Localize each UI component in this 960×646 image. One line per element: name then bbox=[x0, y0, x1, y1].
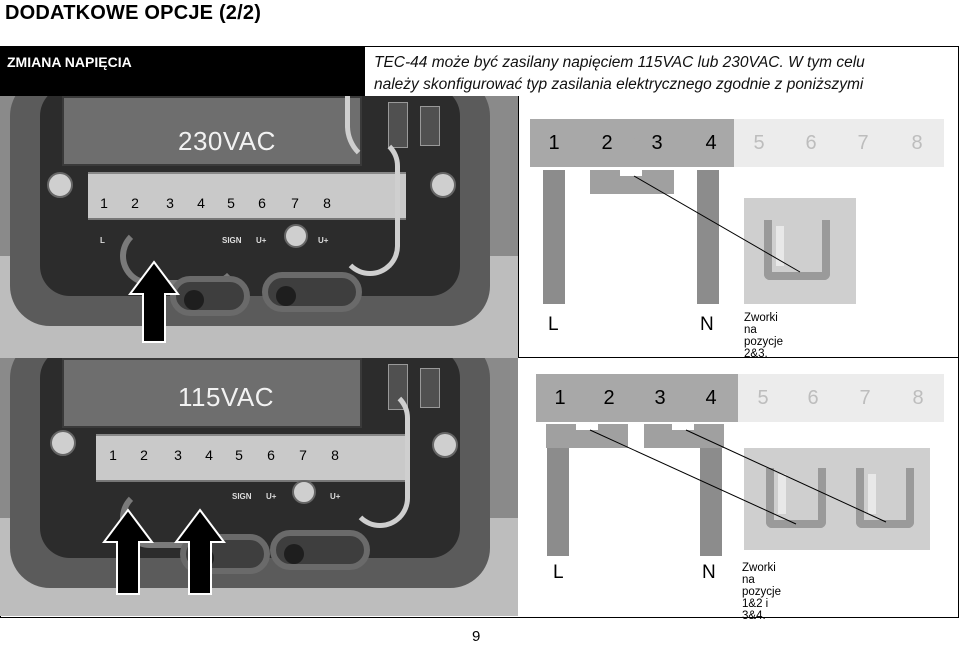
terminal-4: 4 bbox=[688, 375, 734, 421]
section-label: ZMIANA NAPIĘCIA bbox=[1, 47, 365, 97]
terminal-2: 2 bbox=[584, 120, 630, 166]
terminal-number: 7 bbox=[299, 447, 307, 463]
photo-mark: U+ bbox=[318, 236, 329, 245]
label-n: N bbox=[702, 562, 716, 583]
terminal-strip bbox=[96, 434, 408, 482]
arrow-up-icon bbox=[174, 508, 226, 595]
terminal-number: 1 bbox=[100, 195, 108, 211]
photo-mark: U+ bbox=[266, 492, 277, 501]
photo-115vac: SIGN U+ U+ bbox=[0, 358, 518, 616]
terminal-6: 6 bbox=[790, 375, 836, 421]
ground-screw bbox=[292, 480, 316, 504]
transformer-block bbox=[62, 96, 362, 166]
wire-neutral bbox=[697, 170, 719, 304]
mount-screw bbox=[432, 432, 458, 458]
wire-line bbox=[547, 448, 569, 556]
jumper-caption-115: Zworki na pozycje 1&2 i 3&4. bbox=[742, 562, 781, 622]
jumper-photo bbox=[744, 198, 856, 304]
terminal-number: 3 bbox=[174, 447, 182, 463]
mount-screw bbox=[430, 172, 456, 198]
terminal-8: 8 bbox=[894, 120, 940, 166]
arrow-up-icon bbox=[128, 260, 180, 343]
ground-screw bbox=[284, 224, 308, 248]
mount-screw bbox=[50, 430, 76, 456]
terminal-1: 1 bbox=[531, 120, 577, 166]
wire bbox=[345, 96, 425, 166]
jumper-shine bbox=[776, 226, 784, 266]
label-l: L bbox=[553, 562, 564, 583]
mount-screw bbox=[47, 172, 73, 198]
terminal-6: 6 bbox=[788, 120, 834, 166]
cable-gland bbox=[170, 276, 250, 316]
terminal-5: 5 bbox=[736, 120, 782, 166]
terminal-number: 6 bbox=[258, 195, 266, 211]
terminal-number: 2 bbox=[140, 447, 148, 463]
photo-230vac: L SIGN U+ U+ bbox=[0, 96, 518, 358]
terminal-number: 4 bbox=[197, 195, 205, 211]
wire-neutral bbox=[700, 448, 722, 556]
terminal-strip bbox=[88, 172, 406, 220]
intro-line-2: należy skonfigurować typ zasilania elekt… bbox=[374, 76, 864, 93]
terminal-3: 3 bbox=[637, 375, 683, 421]
component bbox=[420, 368, 440, 408]
terminal-number: 3 bbox=[166, 195, 174, 211]
label-l: L bbox=[548, 314, 559, 335]
terminal-number: 6 bbox=[267, 447, 275, 463]
jumper-shine bbox=[778, 474, 786, 514]
intro-text: TEC-44 może być zasilany napięciem 115VA… bbox=[374, 52, 954, 96]
jumper-shine bbox=[868, 474, 876, 514]
jumper-caption-230: Zworki na pozycje 2&3. bbox=[744, 312, 783, 360]
terminal-number: 5 bbox=[235, 447, 243, 463]
terminal-4: 4 bbox=[688, 120, 734, 166]
terminal-8: 8 bbox=[895, 375, 941, 421]
terminal-2: 2 bbox=[586, 375, 632, 421]
intro-line-1: TEC-44 może być zasilany napięciem 115VA… bbox=[374, 54, 865, 71]
wire-line bbox=[543, 170, 565, 304]
terminal-number: 1 bbox=[109, 447, 117, 463]
cable-gland bbox=[270, 530, 370, 570]
wire bbox=[340, 136, 400, 276]
jumper-notch bbox=[672, 424, 694, 430]
page-number: 9 bbox=[472, 628, 481, 645]
terminal-5: 5 bbox=[740, 375, 786, 421]
transformer-block bbox=[62, 358, 362, 428]
cable-gland bbox=[262, 272, 362, 312]
arrow-up-icon bbox=[102, 508, 154, 595]
terminal-number: 7 bbox=[291, 195, 299, 211]
terminal-number: 5 bbox=[227, 195, 235, 211]
terminal-1: 1 bbox=[537, 375, 583, 421]
terminal-7: 7 bbox=[840, 120, 886, 166]
jumper-notch bbox=[576, 424, 598, 430]
jumper-clip bbox=[764, 220, 830, 280]
voltage-label-230: 230VAC bbox=[178, 126, 276, 156]
wire bbox=[350, 388, 410, 528]
voltage-label-115: 115VAC bbox=[178, 382, 274, 412]
terminal-number: 4 bbox=[205, 447, 213, 463]
terminal-number: 8 bbox=[331, 447, 339, 463]
photo-mark: SIGN bbox=[232, 492, 252, 501]
jumper-notch bbox=[620, 170, 642, 176]
terminal-3: 3 bbox=[634, 120, 680, 166]
page-title: DODATKOWE OPCJE (2/2) bbox=[5, 2, 262, 24]
jumper-clip bbox=[856, 468, 914, 528]
photo-mark: U+ bbox=[330, 492, 341, 501]
terminal-7: 7 bbox=[842, 375, 888, 421]
column-divider bbox=[518, 96, 519, 358]
photo-mark: L bbox=[100, 236, 105, 245]
terminal-number: 8 bbox=[323, 195, 331, 211]
photo-mark: U+ bbox=[256, 236, 267, 245]
terminal-number: 2 bbox=[131, 195, 139, 211]
label-n: N bbox=[700, 314, 714, 335]
